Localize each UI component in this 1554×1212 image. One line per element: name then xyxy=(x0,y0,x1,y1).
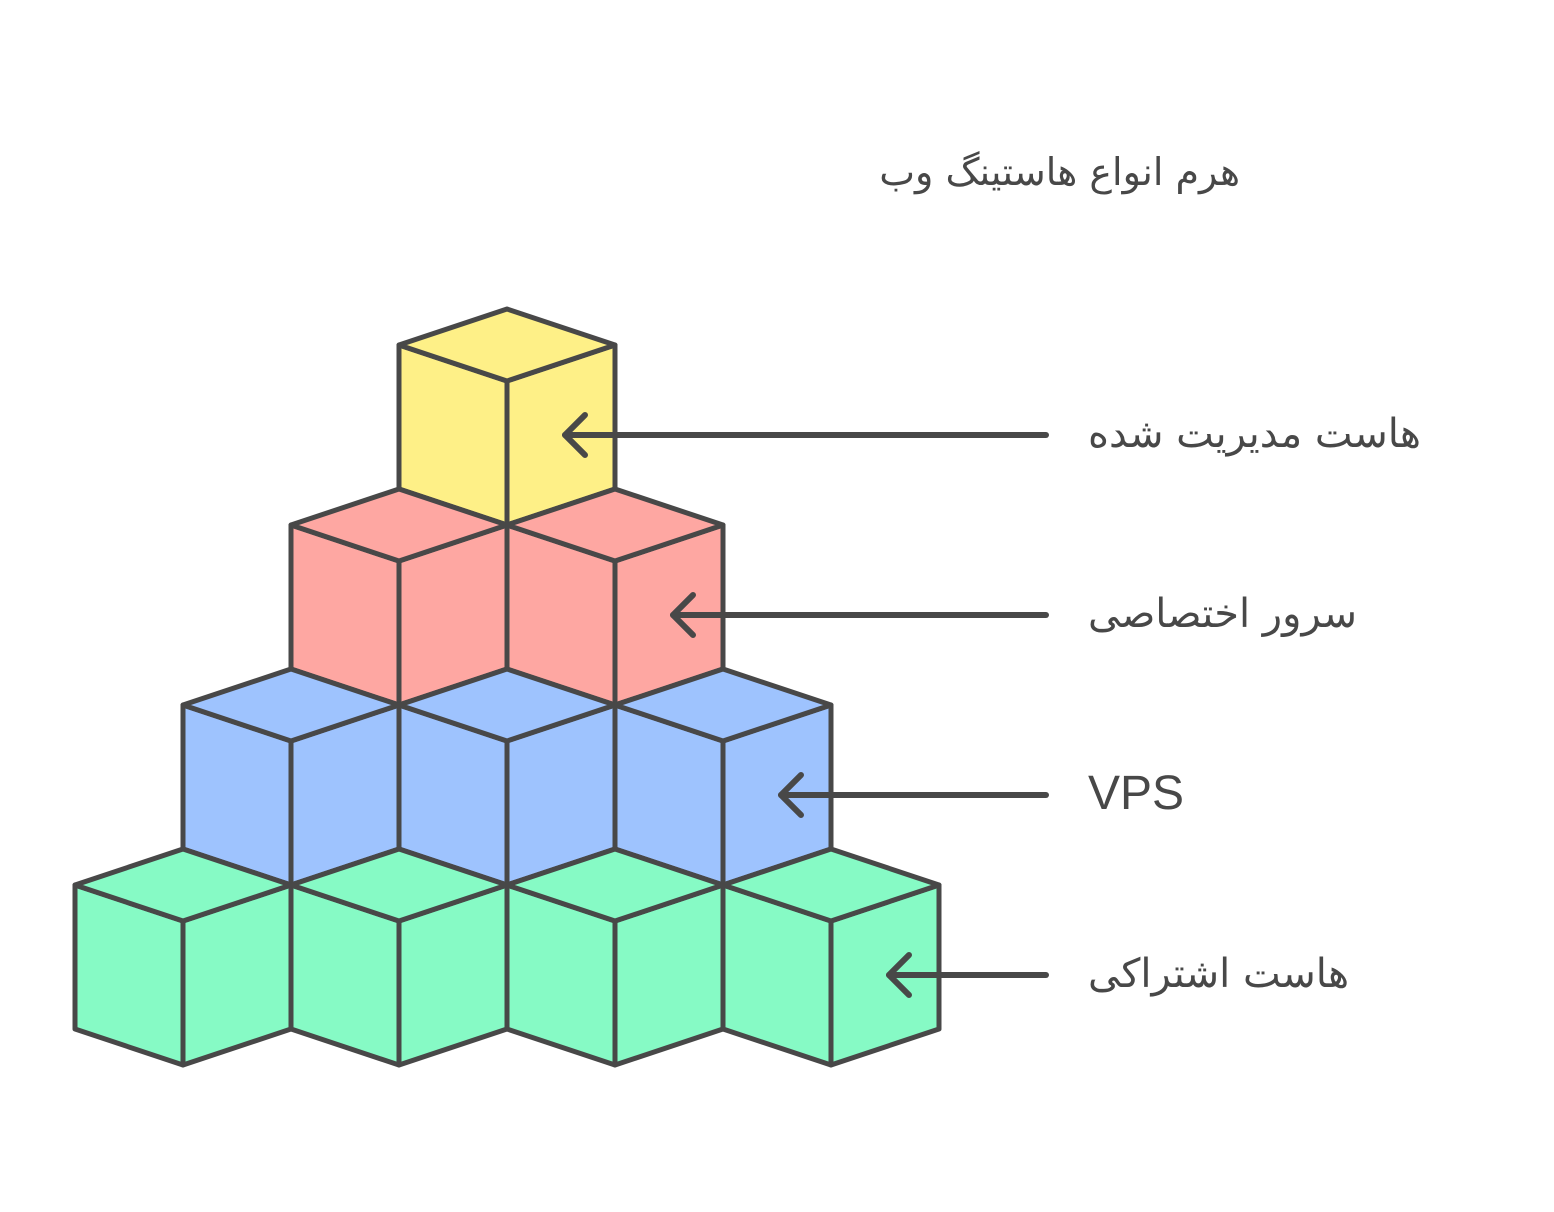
cube-top-face xyxy=(180,666,402,744)
cube-top-face xyxy=(612,666,834,744)
level-label-managed-hosting: هاست مدیریت شده xyxy=(1088,411,1422,457)
cube-top-face xyxy=(504,486,726,564)
diagram-title: هرم انواع هاستینگ وب xyxy=(879,150,1240,194)
cube-dedicated-server xyxy=(288,486,510,708)
cube-shared-hosting xyxy=(72,846,294,1068)
cube-top-face xyxy=(396,306,618,384)
cube-shared-hosting xyxy=(504,846,726,1068)
level-arrows xyxy=(562,412,1049,998)
cube-pyramid xyxy=(72,306,942,1068)
cube-top-face xyxy=(288,846,510,924)
cube-vps xyxy=(180,666,402,888)
cube-dedicated-server xyxy=(504,486,726,708)
level-label-dedicated-server: سرور اختصاصی xyxy=(1088,591,1358,637)
cube-top-face xyxy=(396,666,618,744)
cube-top-face xyxy=(72,846,294,924)
arrow-shared-hosting xyxy=(886,952,1049,998)
cube-top-face xyxy=(720,846,942,924)
level-label-shared-hosting: هاست اشتراکی xyxy=(1088,951,1350,997)
level-label-vps: VPS xyxy=(1088,767,1185,820)
cube-shared-hosting xyxy=(288,846,510,1068)
cube-top-face xyxy=(504,846,726,924)
arrow-dedicated-server xyxy=(670,592,1049,638)
arrow-managed-hosting xyxy=(562,412,1049,458)
cube-top-face xyxy=(288,486,510,564)
arrow-vps xyxy=(778,772,1049,818)
cube-managed-hosting xyxy=(396,306,618,528)
cube-shared-hosting xyxy=(720,846,942,1068)
cube-vps xyxy=(396,666,618,888)
